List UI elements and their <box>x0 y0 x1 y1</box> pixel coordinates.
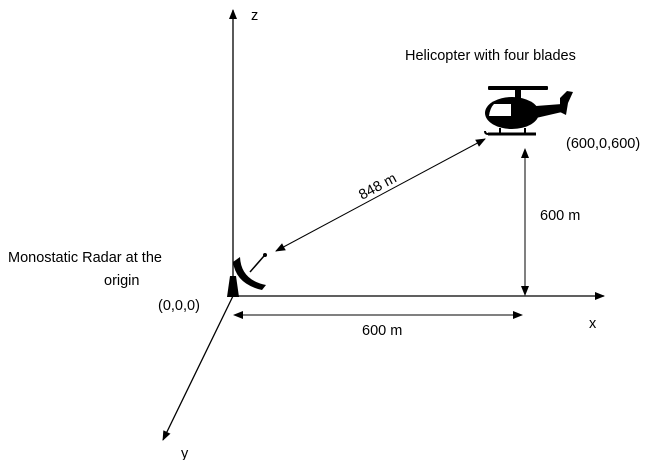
x-axis-label: x <box>589 316 597 332</box>
y-axis <box>162 295 234 441</box>
helicopter-coordinates: (600,0,600) <box>566 136 640 152</box>
helicopter-icon <box>484 86 573 136</box>
slant-range-label: 848 m <box>356 170 399 203</box>
y-axis-label: y <box>181 446 189 460</box>
horizontal-distance-label: 600 m <box>362 323 402 339</box>
z-axis-label: z <box>251 8 258 24</box>
radar-label-line1: Monostatic Radar at the <box>8 250 162 266</box>
radar-dish-icon <box>227 253 267 297</box>
radar-coordinates: (0,0,0) <box>158 298 200 314</box>
radar-label-line2: origin <box>104 273 139 289</box>
helicopter-title: Helicopter with four blades <box>405 48 576 64</box>
slant-range-arrow <box>275 138 486 252</box>
altitude-label: 600 m <box>540 208 580 224</box>
